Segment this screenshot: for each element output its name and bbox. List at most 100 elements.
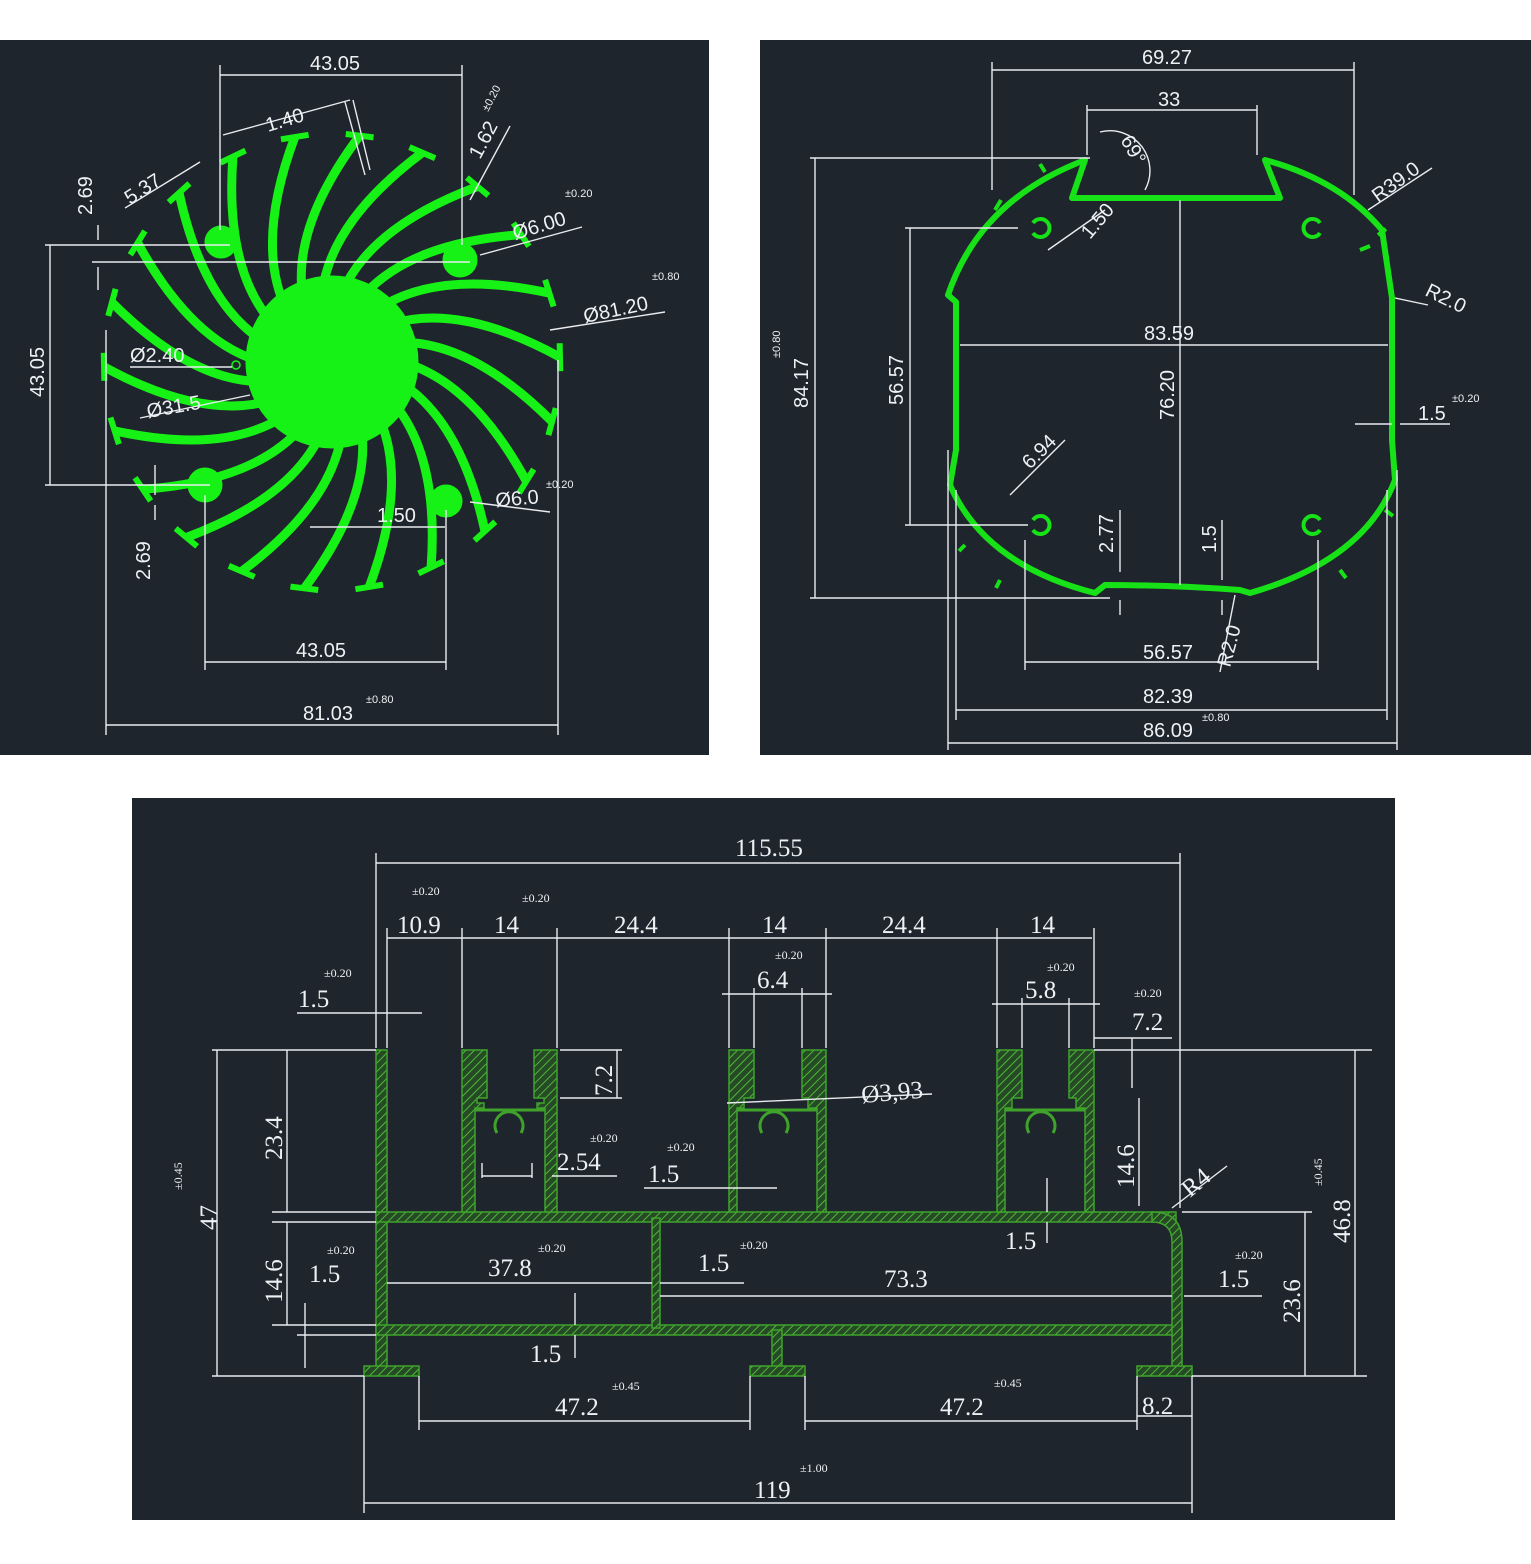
heatsink-fin [184,429,327,542]
dim-fin-length: 5.37 [121,170,166,210]
heatsink-drawing: 43.05 1.40 1.62 ±0.20 5.37 2.69 Ø6.00 ±0… [27,53,679,735]
heatsink-fin [389,313,563,362]
dim-hole: Ø3,93 [860,1077,924,1109]
rail-drawing-panel: 115.55 10.9 ±0.20 14 ±0.20 24.4 14 24.4 … [132,798,1395,1520]
mount-hole-top-right [442,242,478,278]
dim-height-right-tol: ±0.45 [1311,1158,1325,1186]
heatsink-core [245,275,419,449]
dim-top-width: 69.27 [1142,47,1192,69]
rail-screw-bosses [475,1108,1085,1134]
dim-bay-right: 73.3 [884,1266,928,1293]
heatsink-fin [337,182,480,295]
dim-slot2-tol: ±0.20 [1047,960,1075,974]
dim-slot1-tol: ±0.20 [775,948,803,962]
dim-small-hole: Ø2.40 [130,345,184,367]
dim-mid-wall: 1.5 [698,1250,729,1277]
dim-radius: R4 [1177,1163,1217,1203]
heatsink-fin [317,149,425,294]
heatsink-fin [267,135,299,312]
dim-inner-width: 83.59 [1144,323,1194,345]
dim-lower-left-height: 14.6 [261,1259,288,1303]
heatsink-fin [142,422,307,494]
small-hole [231,360,241,370]
dim-angle: 69° [1116,132,1150,169]
dim-wall-left-tol: ±0.20 [324,966,352,980]
dim-height-right: 46.8 [1329,1199,1356,1243]
dim-outer-diameter-tol: ±0.80 [652,271,679,283]
mount-hole-top-left [204,225,238,259]
dim-inner-wall: 1.5 [648,1161,679,1188]
dim-mid-wall-tol: ±0.20 [740,1238,768,1252]
heatsink-fin-tip [408,144,437,161]
dim-radius-corner: R2.0 [1422,280,1470,318]
heatsink-dimension-lines [45,65,666,735]
heatsink-fin [227,156,277,328]
octagon-dimension-lines [810,62,1450,750]
heatsink-fin [174,191,268,347]
heatsink-fin-tip [105,288,119,317]
heatsink-drawing-panel: 43.05 1.40 1.62 ±0.20 5.37 2.69 Ø6.00 ±0… [0,40,709,755]
dim-bottom-width: 82.39 [1143,686,1193,708]
dim-left-height: 43.05 [27,347,49,397]
dim-lower-right-height: 23.6 [1279,1279,1306,1323]
dim-deck-thk: 1.5 [1005,1228,1036,1255]
heatsink-fin-tip [516,467,537,495]
dim-slot1: 6.4 [757,967,789,994]
heatsink-fin [101,362,275,411]
dim-overall-width-tol: ±0.80 [1202,712,1229,724]
heatsink-fin [375,279,551,313]
heatsink-fin-tip [545,407,559,436]
heatsink-fin [387,396,437,568]
heatsink-fin-tip [132,476,154,503]
rail-profile [363,1049,1193,1377]
dim-lip-depth-inner: 7.2 [591,1065,618,1096]
rail-right-wall [1151,1211,1183,1369]
dim-seg6: 14 [1030,912,1056,939]
tslot3-left [996,1049,1023,1213]
dim-bay-left-tol: ±0.20 [538,1241,566,1255]
dim-core-diameter: Ø31.5 [145,392,202,423]
dim-height-total: 84.17 [791,358,813,408]
dim-overall-top: 115.55 [735,835,803,862]
heatsink-fin-tip [218,147,247,166]
dim-seg3: 24.4 [614,912,658,939]
heatsink-fin [399,337,556,425]
dim-slot-width: 33 [1158,89,1180,111]
dim-bottom-inner: 56.57 [1143,642,1193,664]
heatsink-fin [300,424,368,592]
heatsink-fin [108,299,265,387]
octagon-drawing-panel: 69.27 33 69° R39.0 1.50 R2.0 83.59 84.17… [760,40,1531,755]
heatsink-fin-tip [280,131,310,143]
dim-height-total: 47 [196,1205,223,1230]
dim-outer-diameter: Ø81.20 [581,293,650,328]
dim-foot-width: 8.2 [1142,1393,1173,1420]
dim-height-upper: 23.4 [261,1116,288,1160]
dim-fin-root: 1.50 [377,505,416,527]
dim-foot-gap-left-tol: ±0.45 [612,1379,640,1393]
dim-floor-thk: 1.5 [530,1341,561,1368]
dim-lip-depth-tol: ±0.20 [1134,986,1162,1000]
dim-overall-bottom-tol: ±1.00 [800,1461,828,1475]
heatsink-fin-tip [166,181,192,205]
dim-overall-width: 81.03 [303,703,353,725]
dim-right-wall: 1.5 [1218,1266,1249,1293]
dim-seg1-tol: ±0.20 [412,884,440,898]
dim-seg4: 14 [762,912,788,939]
dim-bottom-offset: 2.69 [133,541,155,580]
dim-fin-tip-thickness: 1.62 [465,118,503,163]
dim-fin-thickness: 1.40 [263,104,307,136]
heatsink-fin [133,240,264,367]
heatsink-fin [296,132,364,300]
tslot1-right [533,1049,558,1213]
dim-overall-width: 86.09 [1143,720,1193,742]
dim-hole-bottom: Ø6.0 [495,486,540,512]
octagon-outline [945,157,1398,596]
dim-seg1: 10.9 [397,912,441,939]
dim-radius-outer: R39.0 [1368,158,1424,207]
rail-dimension-lines [212,853,1372,1513]
heatsink-fin-tip [290,583,319,593]
heatsink-fin-tip [107,416,122,446]
rail-drawing: 115.55 10.9 ±0.20 14 ±0.20 24.4 14 24.4 … [171,835,1372,1513]
dim-overall-bottom: 119 [754,1477,791,1504]
dim-height-inner: 56.57 [886,355,908,405]
